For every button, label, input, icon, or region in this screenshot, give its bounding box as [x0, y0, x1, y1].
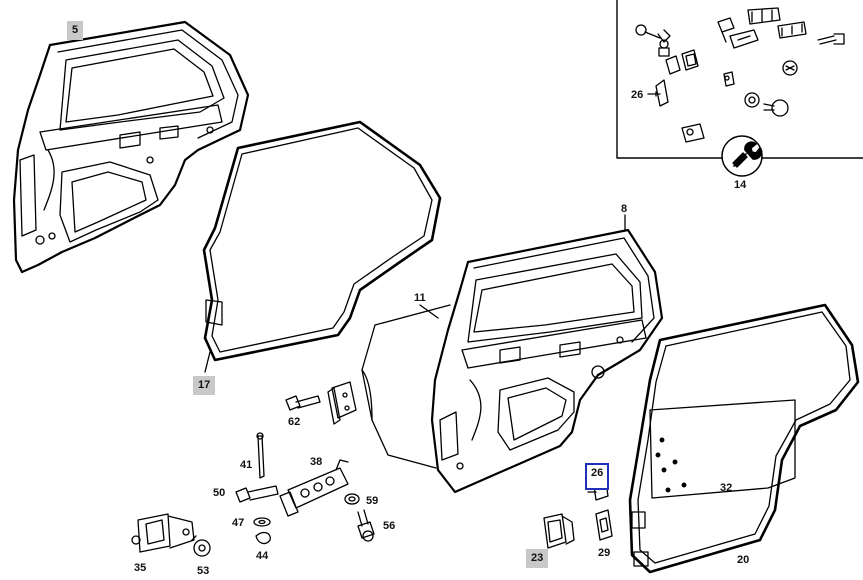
callout-part-53[interactable]: 53 — [197, 565, 210, 577]
door-assembly-part-8[interactable] — [430, 228, 664, 494]
callout-part-32[interactable]: 32 — [720, 482, 733, 494]
callout-part-29[interactable]: 29 — [598, 547, 611, 559]
callout-part-38[interactable]: 38 — [310, 456, 323, 468]
pin-part-41[interactable] — [256, 432, 265, 479]
callout-part-50[interactable]: 50 — [213, 487, 226, 499]
grommet-part-53[interactable] — [191, 535, 211, 557]
callout-part-56[interactable]: 56 — [383, 520, 396, 532]
striker-part-35[interactable] — [131, 513, 195, 553]
door-seal-part-17[interactable] — [202, 120, 442, 362]
callout-part-20[interactable]: 20 — [737, 554, 750, 566]
clip-assortment[interactable] — [635, 7, 845, 143]
callout-part-47[interactable]: 47 — [232, 517, 245, 529]
door-shell-part-5[interactable] — [12, 20, 250, 274]
callout-part-41[interactable]: 41 — [240, 459, 253, 471]
callout-part-17[interactable]: 17 — [193, 376, 216, 395]
callout-part-62[interactable]: 62 — [288, 416, 301, 428]
clip-part-29[interactable] — [595, 509, 613, 541]
wrench-icon — [721, 135, 763, 177]
bolt-part-56[interactable] — [357, 509, 375, 542]
callout-part-8[interactable]: 8 — [621, 203, 628, 215]
callout-part-26-selected[interactable]: 26 — [585, 463, 610, 490]
outer-panel-part-11[interactable] — [361, 304, 451, 469]
bracket-plate[interactable] — [327, 381, 357, 425]
clip-part-44[interactable] — [255, 531, 271, 545]
callout-part-35[interactable]: 35 — [134, 562, 147, 574]
door-seal-part-20[interactable] — [628, 303, 860, 574]
callout-part-23[interactable]: 23 — [526, 549, 549, 568]
callout-part-14[interactable]: 14 — [734, 179, 747, 191]
callout-part-44[interactable]: 44 — [256, 550, 269, 562]
bolt-part-50[interactable] — [235, 485, 279, 503]
leader-line — [419, 304, 439, 319]
washer-part-59[interactable] — [344, 493, 360, 505]
callout-part-26-inset[interactable]: 26 — [631, 89, 644, 101]
washer-part-47[interactable] — [253, 517, 271, 527]
callout-part-59[interactable]: 59 — [366, 495, 379, 507]
callout-part-5[interactable]: 5 — [67, 21, 84, 40]
fastener-inset-box — [616, 0, 863, 159]
bolt-part-62[interactable] — [285, 395, 321, 411]
leader-line — [204, 351, 211, 373]
door-check-part-38[interactable] — [279, 459, 349, 517]
water-deflector-part-32[interactable] — [649, 399, 796, 499]
lock-bracket-part-23[interactable] — [543, 513, 575, 549]
callout-part-11[interactable]: 11 — [414, 292, 426, 304]
